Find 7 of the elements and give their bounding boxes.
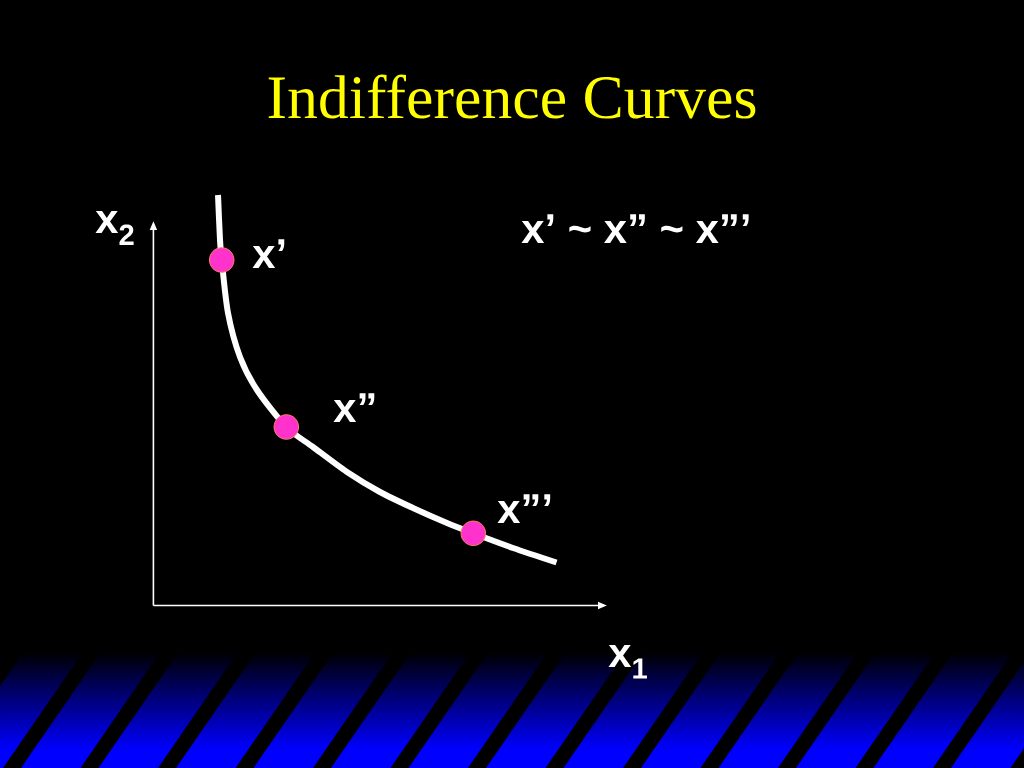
axis-label: x$_{2}$ xyxy=(95,210,134,245)
title: Indifference Curves xyxy=(268,74,756,119)
point-label: x”’ xyxy=(497,494,551,523)
point-label: x” xyxy=(333,393,375,422)
axis-label: x$_{1}$ xyxy=(608,644,647,679)
equivalence-label: x’ ~ x” ~ x”’ xyxy=(521,214,749,243)
point-label: x’ xyxy=(252,239,285,268)
